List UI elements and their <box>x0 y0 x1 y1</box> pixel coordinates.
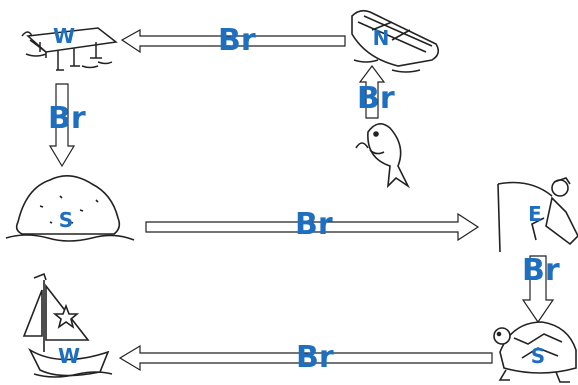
station-s-middle: S <box>58 208 74 232</box>
fish-icon <box>355 123 411 189</box>
arrow-fish-up <box>358 65 386 119</box>
arrow-middle-label: Br <box>295 207 333 242</box>
station-s-bottom: S <box>530 344 546 368</box>
arrow-top-label: Br <box>218 23 256 58</box>
dock-icon <box>21 27 118 71</box>
arrow-left-down-label: Br <box>48 101 86 136</box>
arrow-right-down <box>521 255 555 324</box>
station-n: N <box>372 26 390 50</box>
station-w-top: W <box>52 24 76 48</box>
arrow-left-down <box>48 83 76 168</box>
arrow-bottom-label: Br <box>296 340 334 375</box>
sailboat-icon <box>22 272 113 378</box>
arrow-bottom <box>118 344 493 372</box>
turtle-icon <box>493 321 577 383</box>
arrow-fish-up-label: Br <box>357 81 395 116</box>
arrow-right-down-label: Br <box>522 253 560 288</box>
rock-island-icon <box>5 175 135 242</box>
arrow-middle <box>145 212 480 242</box>
arrow-top <box>120 28 346 54</box>
fisherman-icon <box>497 177 578 253</box>
rowboat-icon <box>351 9 440 73</box>
station-e: E <box>528 202 542 226</box>
station-w-bottom: W <box>57 344 81 368</box>
